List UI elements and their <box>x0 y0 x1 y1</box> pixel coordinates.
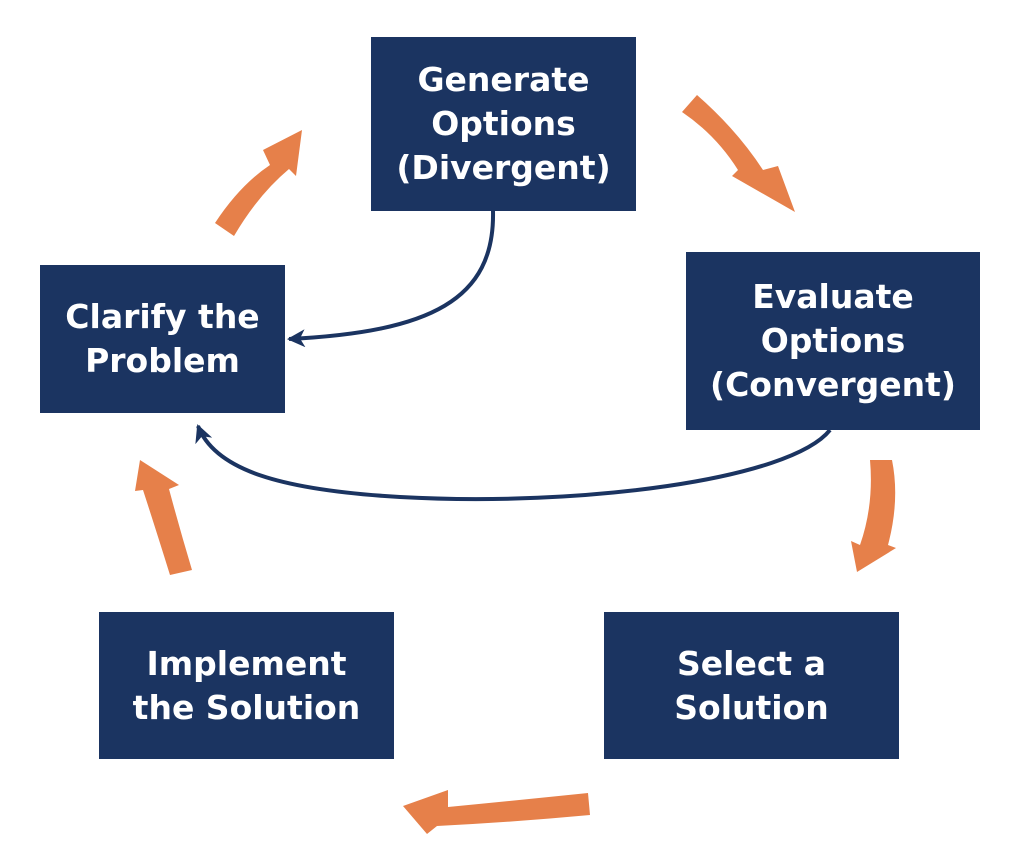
step-implement-solution: Implement the Solution <box>99 612 394 759</box>
step-label-line: Generate <box>417 60 590 99</box>
step-label-line: Evaluate <box>752 277 914 316</box>
feedback-arrow-generate-to-clarify <box>287 210 496 348</box>
arrow-select-to-implement <box>403 790 590 834</box>
arrow-generate-to-evaluate <box>682 95 795 212</box>
step-select-solution: Select a Solution <box>604 612 899 759</box>
step-evaluate-options: Evaluate Options (Convergent) <box>686 252 980 430</box>
step-label-line: Problem <box>85 341 240 380</box>
step-label-line: (Convergent) <box>710 365 956 404</box>
step-label-line: Solution <box>674 687 829 727</box>
feedback-arrow-evaluate-to-clarify <box>195 424 832 502</box>
step-generate-options: Generate Options (Divergent) <box>371 37 636 211</box>
step-clarify-problem: Clarify the Problem <box>40 265 285 413</box>
arrow-clarify-to-generate <box>215 130 302 236</box>
step-label-line: Options <box>760 321 906 360</box>
step-label-line: (Divergent) <box>396 148 611 187</box>
step-label-line: Select a <box>677 643 826 683</box>
step-label-line: Options <box>431 104 576 143</box>
step-label-line: the Solution <box>132 687 361 727</box>
step-label-line: Implement <box>146 643 347 683</box>
arrow-evaluate-to-select <box>851 460 896 572</box>
cycle-arrows <box>135 95 896 834</box>
arrow-implement-to-clarify <box>135 460 192 575</box>
step-label-line: Clarify the <box>65 297 260 336</box>
